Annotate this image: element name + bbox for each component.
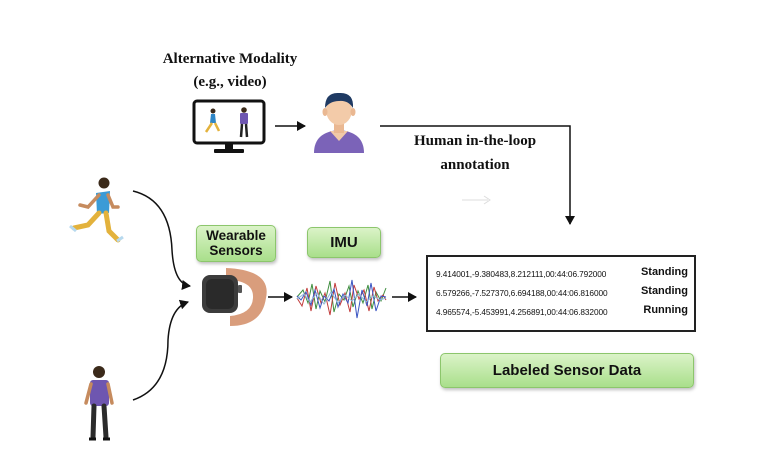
modality-title-line2: (e.g., video): [193, 74, 267, 90]
sensor-row-label: Standing: [640, 285, 688, 297]
sensor-row-values: 9.414001,-9.380483,8.212111,00:44:06.792…: [436, 269, 607, 279]
arrow-annotation-to-data: [380, 125, 575, 225]
imu-label: IMU: [307, 227, 381, 258]
wearable-sensors-label: Wearable Sensors: [196, 225, 276, 262]
sensor-row: 4.965574,-5.453991,4.256891,00:44:06.832…: [436, 304, 688, 320]
sensor-row: 6.579266,-7.527370,6.694188,00:44:06.816…: [436, 285, 688, 301]
faint-arrow-icon: [462, 195, 491, 205]
runner-figure: [69, 177, 124, 243]
labeled-sensor-data-label: Labeled Sensor Data: [440, 353, 694, 388]
annotator-avatar: [314, 92, 364, 153]
arrow-walker-to-sensor: [132, 299, 189, 401]
wearable-line1: Wearable: [206, 228, 266, 243]
sensor-row-values: 4.965574,-5.453991,4.256891,00:44:06.832…: [436, 307, 608, 317]
sensor-row: 9.414001,-9.380483,8.212111,00:44:06.792…: [436, 266, 688, 282]
hitl-line1: Human in-the-loop: [413, 133, 537, 149]
sensor-data-table: 9.414001,-9.380483,8.212111,00:44:06.792…: [426, 255, 696, 332]
sensor-row-label: Running: [643, 304, 688, 316]
sensor-row-values: 6.579266,-7.527370,6.694188,00:44:06.816…: [436, 288, 608, 298]
hitl-annotation-label: Human in-the-loop annotation: [365, 129, 585, 177]
hitl-line2: annotation: [440, 157, 510, 173]
sensor-row-label: Standing: [640, 266, 688, 278]
wearable-line2: Sensors: [209, 243, 263, 258]
smartwatch-icon: [202, 268, 267, 326]
monitor-icon: [192, 99, 266, 153]
arrow-runner-to-sensor: [132, 190, 191, 290]
imu-signal-waveform: [296, 279, 387, 319]
walker-figure: [84, 366, 114, 441]
modality-title: Alternative Modality (e.g., video): [120, 48, 340, 94]
modality-title-line1: Alternative Modality: [162, 51, 298, 67]
